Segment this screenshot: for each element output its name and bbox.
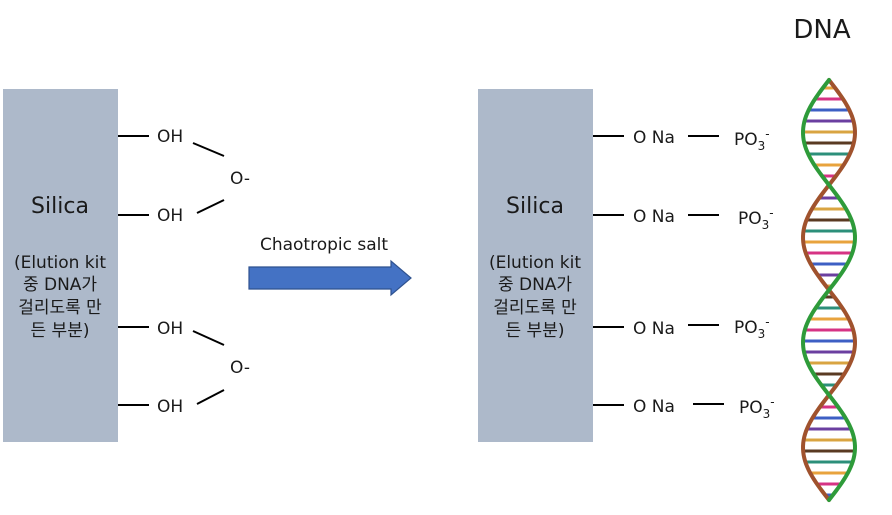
ona-label: O Na: [633, 397, 675, 417]
sodium-bond-2: O Na PO3-: [593, 206, 774, 232]
phosphate-label: PO3-: [734, 127, 770, 153]
oh-label-top: OH: [157, 127, 183, 147]
bridge-line: [192, 142, 225, 157]
bridge-line: [196, 199, 225, 214]
dna-strand-green: [801, 78, 857, 502]
oh-label-bottom: OH: [157, 397, 183, 417]
right-silica-block: [478, 89, 593, 442]
hydroxyl-group-1: OH OH O-: [118, 127, 250, 226]
arrow-shape: [248, 259, 412, 297]
reaction-arrow: Chaotropic salt: [248, 235, 412, 297]
sodium-bond-3: O Na PO3-: [593, 315, 770, 341]
dna-title: DNA: [793, 15, 850, 45]
left-silica-note-4: 든 부분): [31, 321, 90, 341]
arrow-label: Chaotropic salt: [260, 235, 388, 255]
dna-helix-illustration: [801, 78, 857, 502]
right-silica-title: Silica: [506, 194, 564, 219]
ona-label: O Na: [633, 128, 675, 148]
left-silica-note-3: 걸리도록 만: [18, 298, 102, 318]
left-silica-note-1: (Elution kit: [14, 253, 106, 273]
bridge-line: [192, 330, 225, 346]
right-silica-note-1: (Elution kit: [489, 253, 581, 273]
ona-label: O Na: [633, 207, 675, 227]
right-silica-note-4: 든 부분): [506, 321, 565, 341]
hydroxyl-group-2: OH OH O-: [118, 319, 250, 417]
ona-label: O Na: [633, 319, 675, 339]
right-silica: Silica (Elution kit 중 DNA가 걸리도록 만 든 부분): [478, 89, 593, 442]
phosphate-label: PO3-: [734, 315, 770, 341]
oh-label-top: OH: [157, 319, 183, 339]
phosphate-label: PO3-: [738, 206, 774, 232]
right-silica-note-3: 걸리도록 만: [493, 298, 577, 318]
right-silica-note-2: 중 DNA가: [498, 275, 572, 295]
sodium-bond-1: O Na PO3-: [593, 127, 770, 153]
left-silica: Silica (Elution kit 중 DNA가 걸리도록 만 든 부분): [3, 89, 118, 442]
o-minus-label: O-: [230, 169, 250, 189]
phosphate-label: PO3-: [739, 395, 775, 421]
left-silica-title: Silica: [31, 194, 89, 219]
left-silica-note-2: 중 DNA가: [23, 275, 97, 295]
oh-label-bottom: OH: [157, 206, 183, 226]
left-silica-block: [3, 89, 118, 442]
bridge-line: [196, 389, 225, 405]
o-minus-label: O-: [230, 358, 250, 378]
sodium-bond-4: O Na PO3-: [593, 395, 775, 421]
